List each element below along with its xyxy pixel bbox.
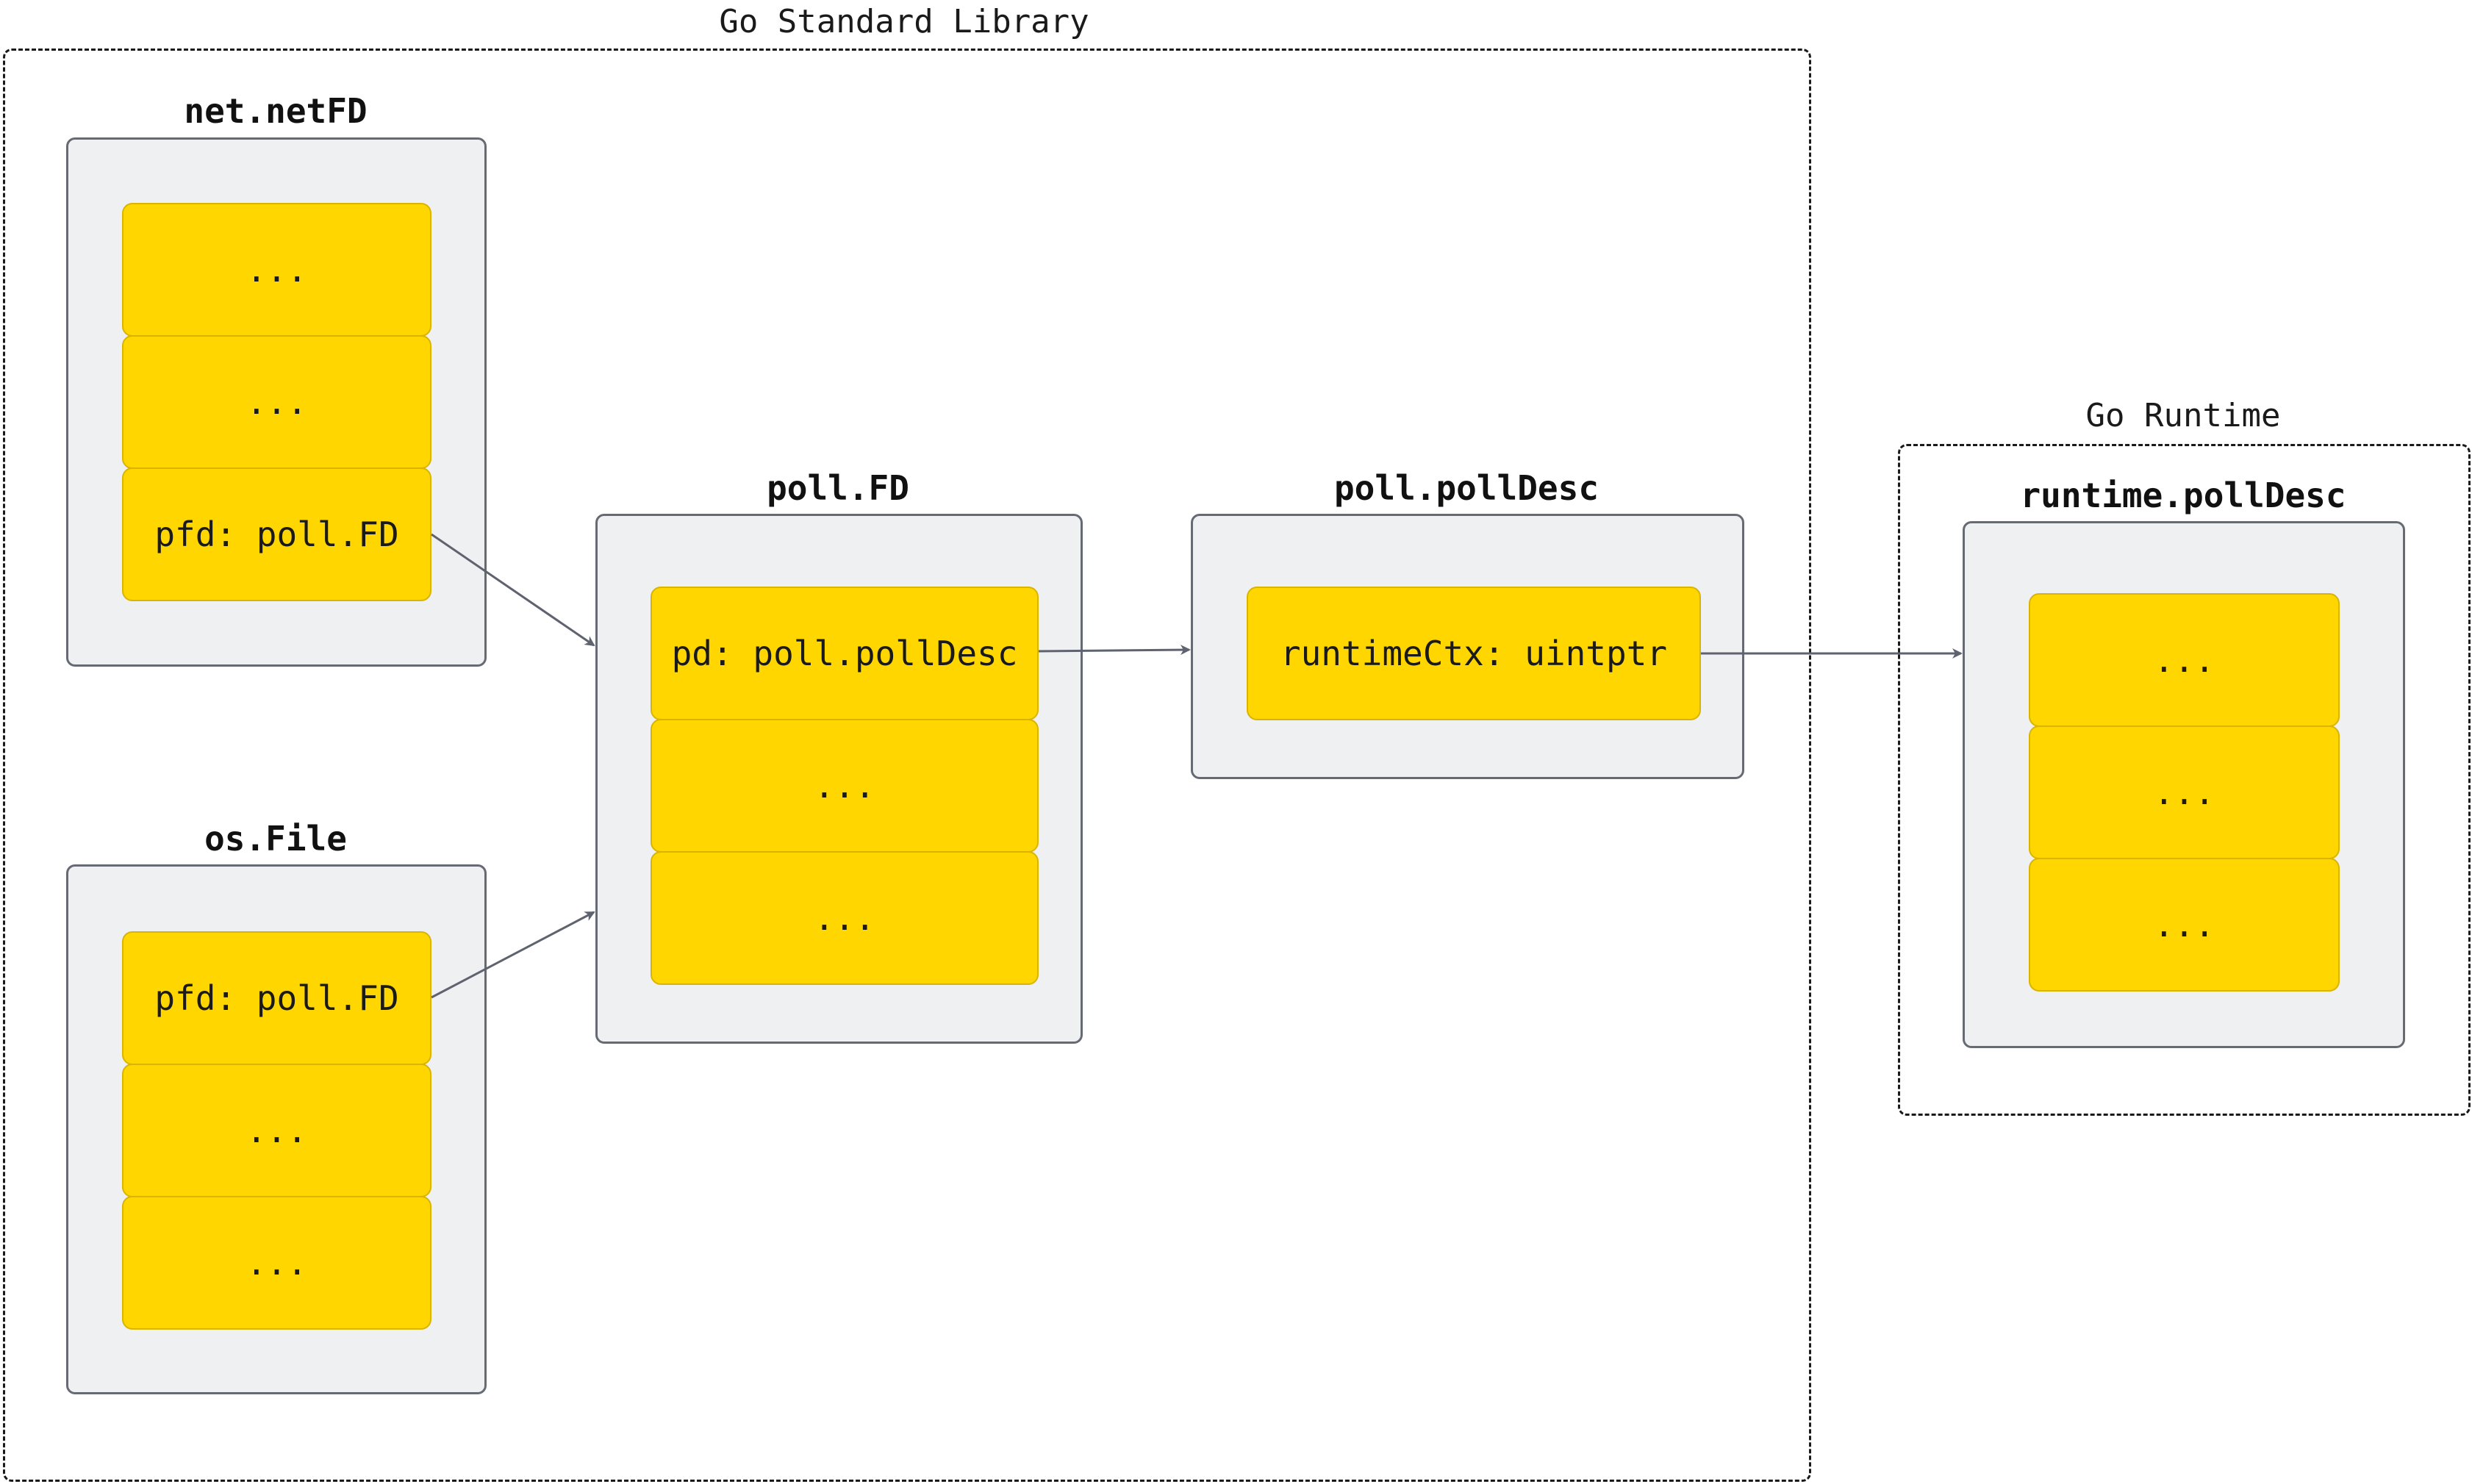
os-file-field-pfd: pfd: poll.FD [122, 931, 431, 1065]
arrow-osfile-pfd-to-pollfd [431, 911, 595, 999]
go-standard-library-label: Go Standard Library [719, 3, 1089, 40]
poll-polldesc-field-runtimectx: runtimeCtx: uintptr [1247, 587, 1701, 720]
net-netfd-field-1: ... [122, 203, 431, 337]
poll-fd-field-pd: pd: poll.pollDesc [651, 587, 1039, 720]
runtime-polldesc-field-3: ... [2029, 858, 2340, 992]
arrow-pollfd-pd-to-polldesc [1038, 645, 1191, 656]
go-runtime-label: Go Runtime [2085, 397, 2281, 434]
runtime-polldesc-title: runtime.pollDesc [2020, 476, 2346, 515]
poll-polldesc-title: poll.pollDesc [1333, 468, 1599, 508]
poll-fd-field-3: ... [651, 851, 1039, 985]
poll-fd-title: poll.FD [767, 468, 909, 508]
net-netfd-field-pfd: pfd: poll.FD [122, 467, 431, 601]
net-netfd-title: net.netFD [184, 91, 368, 131]
runtime-polldesc-field-2: ... [2029, 725, 2340, 859]
os-file-field-2: ... [122, 1064, 431, 1197]
arrow-netfd-pfd-to-pollfd [431, 533, 595, 647]
go-standard-library-group [3, 49, 1811, 1482]
poll-fd-field-2: ... [651, 719, 1039, 853]
net-netfd-field-2: ... [122, 335, 431, 469]
runtime-polldesc-field-1: ... [2029, 593, 2340, 727]
os-file-field-3: ... [122, 1196, 431, 1330]
os-file-title: os.File [204, 819, 347, 859]
go-runtime-group [1898, 444, 2471, 1116]
